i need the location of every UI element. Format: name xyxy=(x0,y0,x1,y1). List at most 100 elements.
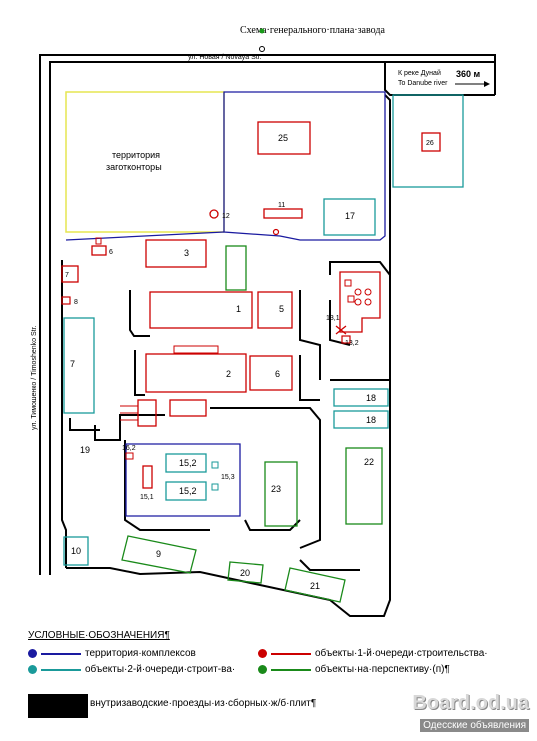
danube-arrow-icon xyxy=(484,81,490,87)
complex-boundary-line xyxy=(65,231,225,241)
danube-distance: 360 м xyxy=(456,69,481,79)
building-5 xyxy=(257,291,293,329)
watermark-subtitle: Одесские объявления xyxy=(420,719,529,732)
north-marker xyxy=(259,46,265,52)
building-15-3b xyxy=(211,483,219,491)
legend-complex-label: территория·комплексов xyxy=(85,648,196,659)
legend-prospect-icon xyxy=(258,665,267,674)
building-2-annex xyxy=(173,345,219,354)
street-timoshenko: ул. Тимошенко / Timoshenko Str. xyxy=(31,325,38,430)
legend-stage2: объекты·2-й·очереди·строит-ва· xyxy=(28,664,235,675)
building-23 xyxy=(264,461,298,527)
building-24 xyxy=(421,132,441,152)
label-11: 9 xyxy=(156,549,161,559)
label-19: 19 xyxy=(80,445,90,455)
building-17 xyxy=(323,198,376,236)
label-23: 23 xyxy=(271,484,281,494)
building-13-marker xyxy=(272,228,280,236)
marker-x-icon xyxy=(335,325,347,335)
building-15-2b xyxy=(165,481,207,501)
label-12: 10 xyxy=(71,546,81,556)
label-3: 3 xyxy=(184,248,189,258)
label-15-2b: 15,2 xyxy=(179,486,197,496)
label-9: 8 xyxy=(74,299,78,306)
label-14-7: 13,2 xyxy=(345,340,359,347)
building-9 xyxy=(61,296,71,305)
building-10 xyxy=(63,317,95,414)
legend-heading: УСЛОВНЫЕ·ОБОЗНАЧЕНИЯ¶ xyxy=(28,630,170,641)
building-15-1 xyxy=(142,465,153,489)
danube-ru: К реке Дунай xyxy=(398,69,441,77)
label-14-6: 13,1 xyxy=(326,315,340,322)
label-15-3: 15,3 xyxy=(221,474,235,481)
street-novaya: ул. Новая / Novaya Str. xyxy=(188,54,262,61)
building-20 xyxy=(227,561,264,584)
building-ramp xyxy=(137,399,157,427)
building-14-6 xyxy=(339,271,381,333)
watermark-site: Board.od.ua xyxy=(412,692,529,714)
legend-stage1-label: объекты·1-й·очереди·строительства· xyxy=(315,648,488,659)
label-22: 22 xyxy=(364,457,374,467)
label-2: 2 xyxy=(226,369,231,379)
building-13-1 xyxy=(263,208,303,219)
legend-complex-icon xyxy=(28,649,37,658)
label-13-2: 12 xyxy=(222,213,230,220)
building-25 xyxy=(257,121,311,155)
complex-territory-north xyxy=(223,91,386,241)
label-21: 21 xyxy=(310,581,320,591)
building-7 xyxy=(91,245,107,256)
label-13-1: 11 xyxy=(278,202,285,209)
building-3 xyxy=(145,239,207,268)
danube-en: To Danube river xyxy=(398,80,448,87)
building-16-2 xyxy=(125,452,134,460)
building-15-2a xyxy=(165,453,207,473)
legend-prospect: объекты·на·перспективу·(п)¶ xyxy=(258,664,450,675)
building-21 xyxy=(284,567,346,603)
building-15-3a xyxy=(211,461,219,469)
watermark: Board.od.ua Одесские объявления xyxy=(412,692,529,733)
label-8: 7 xyxy=(65,272,69,279)
building-7-annex xyxy=(95,237,102,245)
building-2 xyxy=(145,353,247,393)
north-marker-green xyxy=(259,28,265,34)
label-1: 1 xyxy=(236,304,241,314)
legend-roads-swatch xyxy=(28,694,88,718)
legend-prospect-label: объекты·на·перспективу·(п)¶ xyxy=(315,664,450,675)
legend-stage1-icon xyxy=(258,649,267,658)
label-16-2: 16,2 xyxy=(122,445,136,452)
legend-roads: внутризаводские·проезды·из·сборных·ж/б·п… xyxy=(90,698,316,709)
label-18b: 18 xyxy=(366,415,376,425)
building-22 xyxy=(345,447,383,525)
label-10: 7 xyxy=(70,359,75,369)
label-6: 6 xyxy=(275,369,280,379)
building-13-2 xyxy=(209,209,219,219)
legend-stage2-icon xyxy=(28,665,37,674)
complex-territory-15 xyxy=(125,443,241,517)
building-14-6-detail xyxy=(344,279,372,306)
building-12 xyxy=(63,536,89,566)
building-18a xyxy=(333,388,389,407)
building-11 xyxy=(121,535,197,574)
ramp-arrows xyxy=(120,405,138,421)
legend-complex: территория·комплексов xyxy=(28,648,196,659)
building-18b xyxy=(333,410,389,429)
plan-title: Схема·генерального·плана·завода xyxy=(240,25,385,36)
zone-24-area xyxy=(392,94,464,188)
label-18a: 18 xyxy=(366,393,376,403)
building-8 xyxy=(61,265,79,283)
legend-stage2-label: объекты·2-й·очереди·строит-ва· xyxy=(85,664,236,675)
label-20: 20 xyxy=(240,568,250,578)
label-15-2a: 15,2 xyxy=(179,458,197,468)
label-7: 6 xyxy=(109,249,113,256)
building-2-south xyxy=(169,399,207,417)
building-14-7 xyxy=(341,335,351,344)
label-24: 26 xyxy=(426,140,434,147)
label-5: 5 xyxy=(279,304,284,314)
label-15-1: 15,1 xyxy=(140,494,154,501)
road-network xyxy=(39,54,496,617)
zagotkontora-label-1: территория xyxy=(112,150,160,160)
building-26 xyxy=(225,245,247,291)
building-6 xyxy=(249,355,293,391)
zagotkontora-label-2: заготконторы xyxy=(106,162,162,172)
legend-stage1: объекты·1-й·очереди·строительства· xyxy=(258,648,488,659)
